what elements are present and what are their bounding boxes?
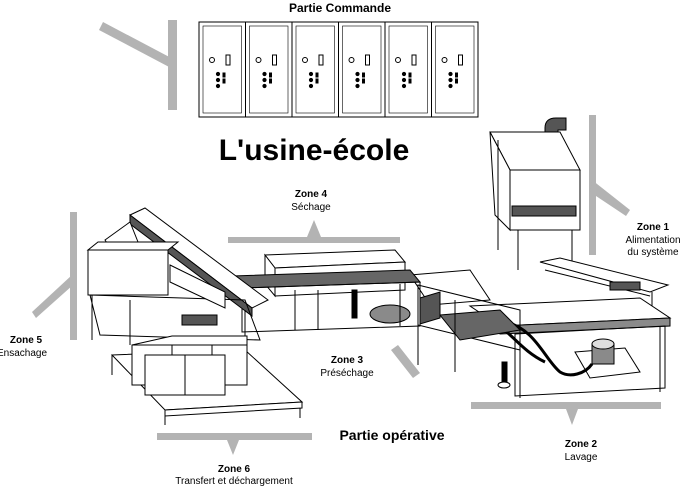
knob-icon (348, 57, 355, 63)
switch-icon (411, 54, 417, 66)
leader-zone4-bar (228, 237, 400, 243)
zone5-frame (89, 294, 261, 341)
zone4-frame (241, 281, 421, 333)
leader-lines (32, 20, 661, 455)
zone6-line1: Transfert et déchargement (175, 476, 293, 487)
switch-icon (318, 54, 324, 66)
leader-zone5-arrow (32, 275, 73, 318)
crate-lid (131, 335, 248, 346)
knob-icon (302, 57, 308, 63)
switch-icon (365, 54, 370, 66)
leader-zone1-arrow (590, 180, 630, 216)
knob-icon (441, 57, 448, 63)
leader-zone6-bar (157, 433, 312, 440)
control-title: Partie Commande (289, 1, 391, 15)
control-cabinet (245, 21, 293, 118)
hopper-band (511, 205, 577, 217)
zone4-line1: Séchage (291, 202, 331, 213)
crate-4 (144, 354, 186, 396)
zone5-body-top (86, 241, 180, 251)
control-cabinets (198, 21, 479, 118)
control-cabinet (431, 21, 479, 118)
zone3-foot (497, 381, 511, 389)
hopper-body (509, 169, 581, 231)
zone3-rotor (369, 304, 411, 324)
zone1-conveyor-pad (609, 281, 641, 291)
hose (504, 320, 594, 377)
motor-cap (591, 338, 615, 350)
knob-icon (395, 57, 401, 63)
zone2-line1: Lavage (565, 452, 598, 463)
crate-5 (184, 354, 226, 396)
leader-zone4-arrow (307, 220, 321, 237)
zone2-title: Zone 2 (565, 439, 598, 450)
knob-icon (255, 57, 262, 63)
zone5-body (87, 249, 169, 296)
zone5-line1: Ensachage (0, 348, 47, 359)
zone6-title: Zone 6 (218, 464, 251, 475)
zone2-frame (514, 325, 666, 397)
leader-zone2-bar (471, 402, 661, 409)
switch-icon (458, 54, 463, 66)
control-cabinet (384, 21, 432, 118)
zone4-title: Zone 4 (295, 189, 328, 200)
control-cabinet (338, 21, 386, 118)
leader-zone6-arrow (227, 440, 239, 455)
leader-control-arrow (99, 22, 175, 68)
leader-zone3-arrow (391, 345, 420, 378)
zone5-inner (169, 264, 226, 309)
zone3-post (501, 361, 508, 383)
leader-zone2-arrow (566, 409, 578, 425)
zone3-tray (419, 291, 441, 325)
zone5-bagging-machine (86, 207, 269, 345)
switch-icon (225, 54, 231, 66)
zone1-hopper-machine (489, 117, 670, 318)
zone4-post (351, 289, 358, 319)
leader-zone5-bar (70, 212, 77, 340)
zone1-line2: du système (627, 247, 679, 258)
hopper-side (489, 131, 511, 232)
zone3-predrying-machine (369, 269, 522, 389)
control-cabinet (291, 21, 339, 118)
operative-title: Partie opérative (339, 427, 444, 443)
page-title: L'usine-école (219, 134, 410, 167)
zone6-table-edge (164, 401, 303, 417)
control-cabinet (198, 21, 246, 118)
zone4-drying-machine (230, 249, 422, 333)
zone1-title: Zone 1 (637, 222, 670, 233)
zone1-line1: Alimentation (625, 235, 680, 246)
zone1-conveyor (539, 257, 670, 293)
zone3-title: Zone 3 (331, 355, 364, 366)
zone5-pad (181, 314, 218, 326)
zone3-line1: Préséchage (320, 368, 374, 379)
switch-icon (272, 54, 277, 66)
zone1-conveyor-rail (544, 269, 651, 297)
knob-icon (209, 57, 215, 63)
zone5-title: Zone 5 (10, 335, 43, 346)
zone6-transfer-table (110, 335, 304, 425)
